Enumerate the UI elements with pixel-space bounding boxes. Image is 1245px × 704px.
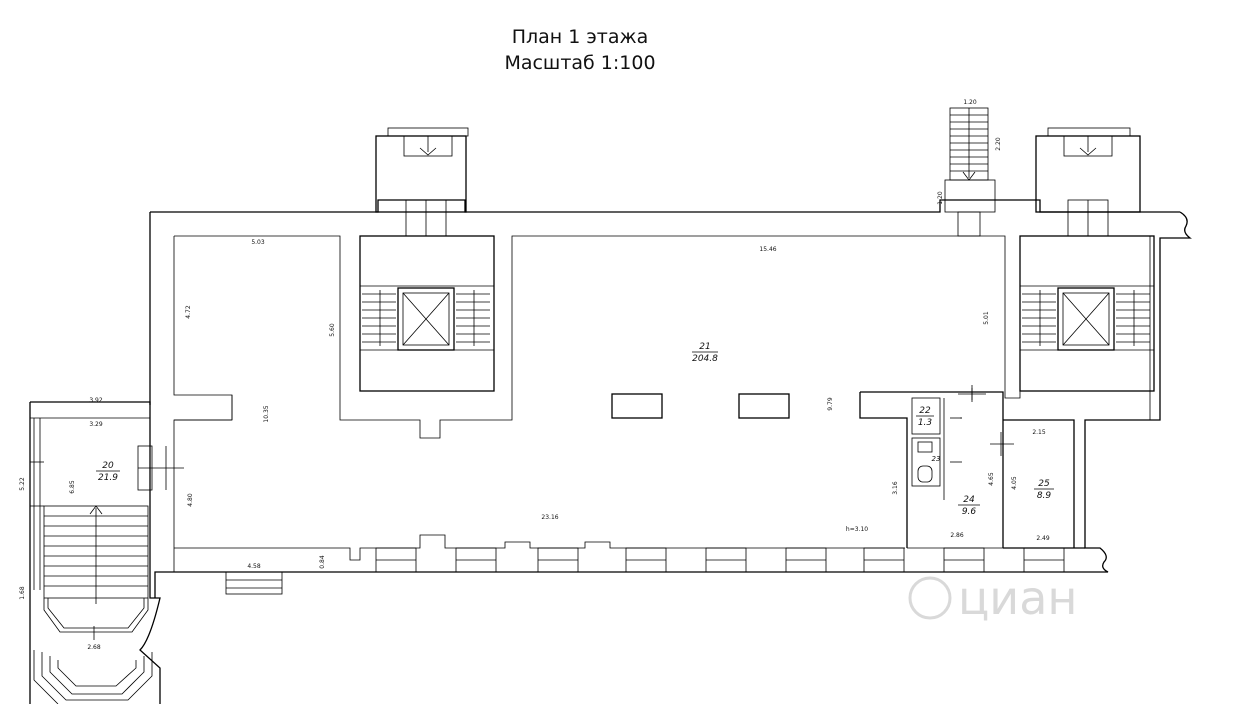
dim-label: 0.84 bbox=[319, 555, 326, 569]
dim-label: 2.68 bbox=[87, 644, 101, 651]
dim-label: 3.29 bbox=[89, 421, 103, 428]
dim-label: 5.60 bbox=[329, 323, 336, 337]
stair-tower-left bbox=[375, 127, 469, 237]
dim-label: 3.16 bbox=[892, 481, 899, 495]
room-area: 8.9 bbox=[1037, 491, 1052, 501]
dim-label: 2.86 bbox=[950, 532, 964, 539]
dim-label: 5.01 bbox=[983, 311, 990, 325]
interior-partitions bbox=[174, 395, 233, 421]
watermark: циан bbox=[908, 571, 1077, 625]
dim-label: 1.20 bbox=[963, 99, 977, 106]
windows-bottom bbox=[225, 547, 1065, 595]
room-22-label: 22 1.3 bbox=[916, 406, 934, 428]
plan-scale: Масштаб 1:100 bbox=[504, 52, 655, 74]
stairwell-right bbox=[1019, 235, 1155, 392]
room-number: 25 bbox=[1038, 479, 1050, 489]
room-number: 22 bbox=[919, 406, 931, 416]
dim-label: 23.16 bbox=[541, 514, 558, 521]
column-2 bbox=[738, 393, 790, 419]
dim-label: 1.20 bbox=[937, 191, 944, 205]
room-21-label: 21 204.8 bbox=[692, 342, 718, 364]
room-number: 24 bbox=[963, 495, 975, 505]
dim-label: 5.22 bbox=[19, 477, 26, 491]
stair-tower-right bbox=[1035, 127, 1141, 237]
dim-label: 3.92 bbox=[89, 397, 103, 404]
dim-label: 4.65 bbox=[988, 472, 995, 486]
dim-label: 2.15 bbox=[1032, 429, 1046, 436]
dim-label: 4.80 bbox=[187, 493, 194, 507]
room-area: 21.9 bbox=[98, 473, 118, 483]
room-area: 1.3 bbox=[918, 418, 933, 428]
dim-label: h=3.10 bbox=[846, 526, 868, 533]
column-1 bbox=[611, 393, 663, 419]
dim-label: 4.58 bbox=[247, 563, 261, 570]
dim-label: 2.49 bbox=[1036, 535, 1050, 542]
dim-label: 9.79 bbox=[827, 397, 834, 411]
room-number: 20 bbox=[102, 461, 114, 471]
dim-label: 1.68 bbox=[19, 586, 26, 600]
watermark-text: циан bbox=[958, 571, 1077, 625]
dim-label: 4.72 bbox=[185, 305, 192, 319]
outer-walls bbox=[149, 199, 1192, 598]
dim-label: 15.46 bbox=[759, 246, 776, 253]
room-20-label: 20 21.9 bbox=[96, 461, 120, 483]
room-number: 23 bbox=[932, 455, 941, 463]
dim-label: 4.05 bbox=[1011, 476, 1018, 490]
room-24-label: 24 9.6 bbox=[958, 495, 980, 517]
bathroom-block bbox=[859, 385, 1085, 549]
dim-label: 6.85 bbox=[69, 480, 76, 494]
plan-title: План 1 этажа bbox=[512, 26, 649, 48]
room-23-label: 23 bbox=[932, 455, 941, 463]
external-stair-top bbox=[944, 107, 996, 237]
dim-label: 2.20 bbox=[995, 137, 1002, 151]
stairwell-left bbox=[359, 235, 495, 392]
room-25-label: 25 8.9 bbox=[1034, 479, 1054, 501]
room-area: 204.8 bbox=[692, 354, 718, 364]
room-area: 9.6 bbox=[962, 507, 977, 517]
dimension-labels: 5.03 15.46 4.72 5.60 5.01 10.35 9.79 3.9… bbox=[19, 99, 1050, 651]
room-number: 21 bbox=[699, 342, 710, 352]
dim-label: 10.35 bbox=[263, 405, 270, 422]
dim-label: 5.03 bbox=[251, 239, 265, 246]
left-annex bbox=[29, 401, 184, 704]
